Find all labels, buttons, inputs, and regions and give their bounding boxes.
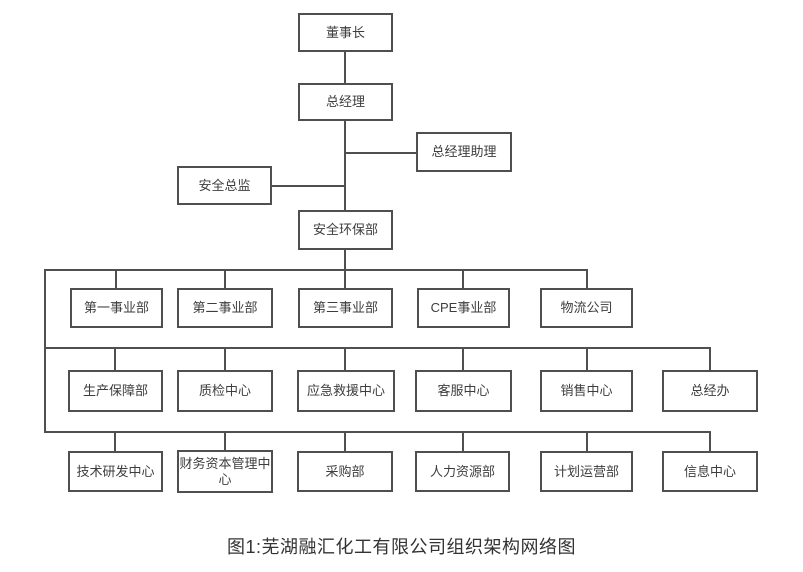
- stub-row2-2: [224, 348, 226, 370]
- bus-row2: [44, 347, 711, 349]
- node-division-cpe: CPE事业部: [417, 288, 510, 328]
- node-logistics-company: 物流公司: [540, 288, 633, 328]
- connector-branch-gm-assistant: [344, 152, 417, 154]
- stub-row3-5: [586, 432, 588, 452]
- connector-gm-safetydept: [344, 121, 346, 210]
- node-emergency-rescue-center: 应急救援中心: [297, 370, 395, 412]
- node-finance-capital-center: 财务资本管理中心: [177, 450, 273, 493]
- connector-safetydept-bus1: [344, 250, 346, 271]
- node-purchasing-dept: 采购部: [297, 451, 393, 492]
- stub-row2-6: [709, 348, 711, 370]
- node-sales-center: 销售中心: [540, 370, 633, 412]
- node-safety-director: 安全总监: [177, 166, 272, 205]
- connector-chairman-gm: [344, 52, 346, 83]
- stub-row3-6: [709, 432, 711, 452]
- node-production-support: 生产保障部: [68, 370, 163, 412]
- stub-row3-1: [114, 432, 116, 452]
- node-quality-center: 质检中心: [177, 370, 273, 412]
- node-information-center: 信息中心: [662, 451, 758, 492]
- bus-left-ladder: [44, 269, 46, 433]
- node-gm-office: 总经办: [662, 370, 758, 412]
- node-chairman: 董事长: [298, 13, 393, 52]
- stub-row2-1: [114, 348, 116, 370]
- stub-row1-1: [115, 270, 117, 288]
- connector-branch-safety-director: [272, 185, 346, 187]
- stub-row1-4: [462, 270, 464, 288]
- stub-row1-5: [586, 270, 588, 288]
- stub-row3-4: [462, 432, 464, 452]
- node-tech-rd-center: 技术研发中心: [68, 451, 163, 492]
- bus-row3: [44, 431, 711, 433]
- node-safety-env-dept: 安全环保部: [298, 210, 393, 250]
- node-gm-assistant: 总经理助理: [416, 132, 512, 172]
- stub-row2-5: [586, 348, 588, 370]
- stub-row1-2: [224, 270, 226, 288]
- stub-row3-2: [224, 432, 226, 452]
- stub-row3-3: [344, 432, 346, 452]
- stub-row2-4: [462, 348, 464, 370]
- node-division-2: 第二事业部: [177, 288, 273, 328]
- node-general-manager: 总经理: [298, 83, 393, 121]
- figure-caption: 图1:芜湖融汇化工有限公司组织架构网络图: [226, 537, 576, 557]
- node-division-1: 第一事业部: [70, 288, 163, 328]
- node-division-3: 第三事业部: [298, 288, 393, 328]
- stub-row2-3: [344, 348, 346, 370]
- stub-row1-3: [344, 270, 346, 288]
- node-customer-service-center: 客服中心: [415, 370, 512, 412]
- bus-row1: [44, 269, 588, 271]
- node-hr-dept: 人力资源部: [415, 451, 510, 492]
- node-planning-operations-dept: 计划运营部: [540, 451, 633, 492]
